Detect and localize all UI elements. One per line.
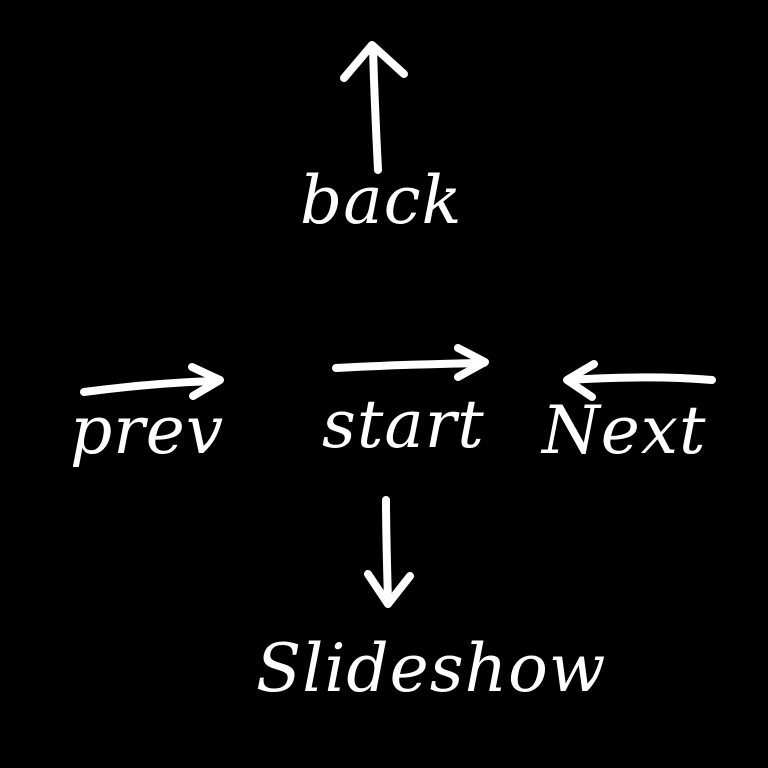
slideshow-label: Slideshow [256,630,607,707]
arrow-left-icon [563,360,716,401]
arrow-down-icon [364,496,414,608]
arrow-right-icon [332,344,489,381]
arrow-right-icon [80,363,224,400]
arrow-up-icon [340,41,408,174]
prev-label: prev [70,392,225,469]
start-label: start [322,386,485,463]
back-label: back [300,162,463,239]
next-label: Next [542,392,707,469]
